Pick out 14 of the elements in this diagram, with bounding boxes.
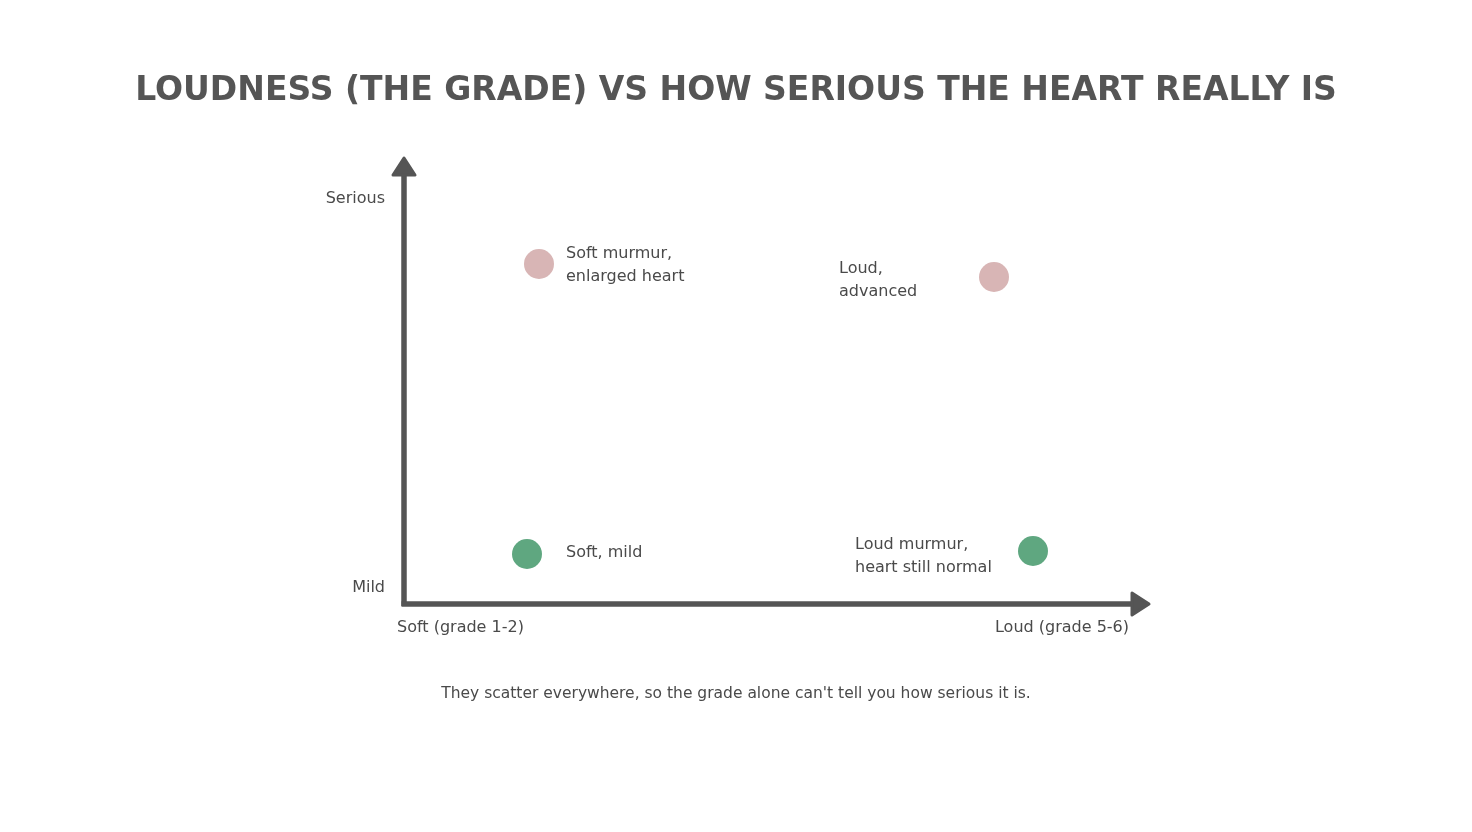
point-label: Soft murmur, enlarged heart [566, 241, 686, 287]
point-label: Loud murmur, heart still normal [855, 532, 993, 578]
dot-icon [524, 249, 554, 279]
dot-icon [512, 539, 542, 569]
axis-label: Loud (grade 5-6) [994, 616, 1129, 638]
point-label: Loud, advanced [839, 256, 919, 302]
point-label: Soft, mild [566, 540, 643, 563]
axis-label: Soft (grade 1-2) [397, 616, 524, 638]
caption-text: They scatter everywhere, so the grade alone can't tell you how serious it is. [441, 683, 1031, 704]
axis-label: Mild [352, 576, 385, 598]
dot-icon [979, 262, 1009, 292]
dot-icon [1018, 536, 1048, 566]
chart-title: LOUDNESS (THE GRADE) VS HOW SERIOUS THE HEART REALLY IS [135, 68, 1337, 110]
axis-label: Serious [325, 187, 385, 209]
